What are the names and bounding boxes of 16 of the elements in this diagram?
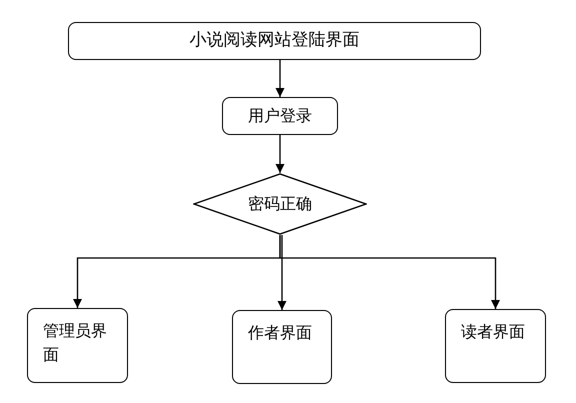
process-box	[445, 309, 546, 383]
decision-diamond	[193, 173, 367, 235]
arrow	[276, 135, 284, 173]
process-box	[27, 308, 128, 383]
title-box	[68, 22, 481, 60]
arrow	[279, 235, 500, 309]
process-box	[232, 310, 332, 384]
arrow	[278, 235, 286, 310]
node-label: 小说阅读网站登陆界面	[190, 29, 360, 52]
node-label: 管理员界面	[43, 320, 108, 366]
arrow	[276, 60, 284, 97]
node-label: 作者界面	[248, 322, 312, 344]
node-label: 密码正确	[248, 193, 312, 215]
node-label: 用户登录	[248, 105, 312, 127]
process-box	[222, 97, 338, 135]
node-label: 读者界面	[461, 321, 525, 343]
